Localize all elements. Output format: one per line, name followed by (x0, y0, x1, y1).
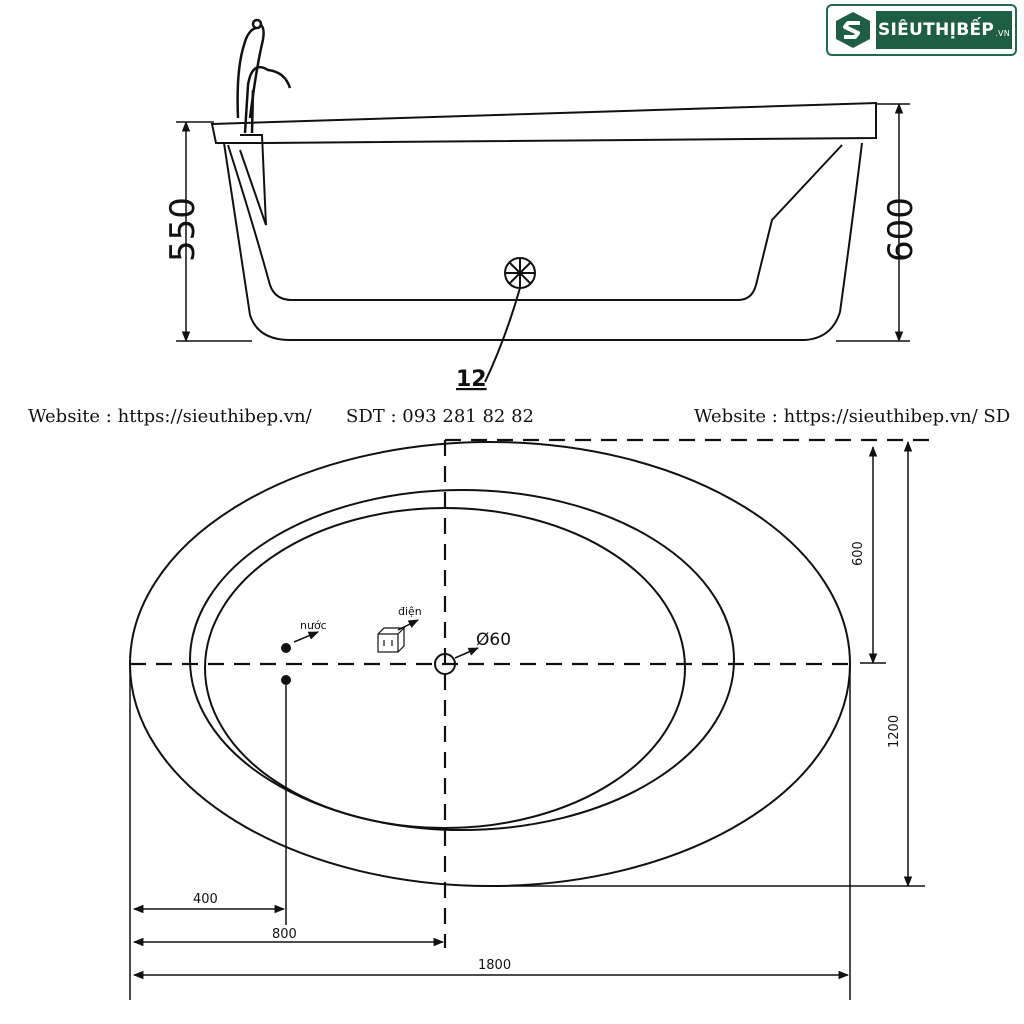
dim-800-label: 800 (272, 927, 297, 942)
watermark-right: Website : https://sieuthibep.vn/ SD (694, 406, 1011, 427)
water-inlet-point (281, 643, 291, 653)
dim-550-label: 550 (163, 197, 203, 262)
dim-600-side-label: 600 (881, 197, 921, 262)
tub-body-outline (223, 142, 863, 341)
faucet (236, 18, 292, 134)
drain-icon (504, 257, 536, 289)
dim-1200-label: 1200 (887, 715, 902, 748)
dim-400-label: 400 (193, 892, 218, 907)
label-drain: Ø60 (476, 630, 511, 650)
tub-rim (210, 101, 877, 144)
tub-inner-basin (227, 144, 843, 301)
drain-hole-icon (434, 653, 456, 675)
logo-s-icon (836, 12, 870, 48)
brand-logo: SIÊUTHỊBẾP.VN (826, 4, 1017, 56)
tub-end-panel (239, 134, 267, 226)
top-view (129, 438, 935, 1000)
dim-1800-label: 1800 (478, 958, 511, 973)
callout-12-label: 12 (456, 367, 487, 392)
inner-rim (189, 489, 735, 831)
label-power: điện (398, 605, 422, 618)
logo-suffix: .VN (995, 28, 1011, 38)
watermark-left: Website : https://sieuthibep.vn/ SDT : 0… (28, 406, 534, 427)
logo-wordmark: SIÊUTHỊBẾP.VN (876, 11, 1012, 49)
label-water: nước (300, 619, 327, 632)
logo-name: SIÊUTHỊBẾP (877, 20, 995, 40)
callout-leader (484, 287, 521, 383)
power-socket-icon (377, 627, 406, 653)
dim-600-top-label: 600 (851, 541, 866, 566)
side-view (176, 18, 910, 383)
